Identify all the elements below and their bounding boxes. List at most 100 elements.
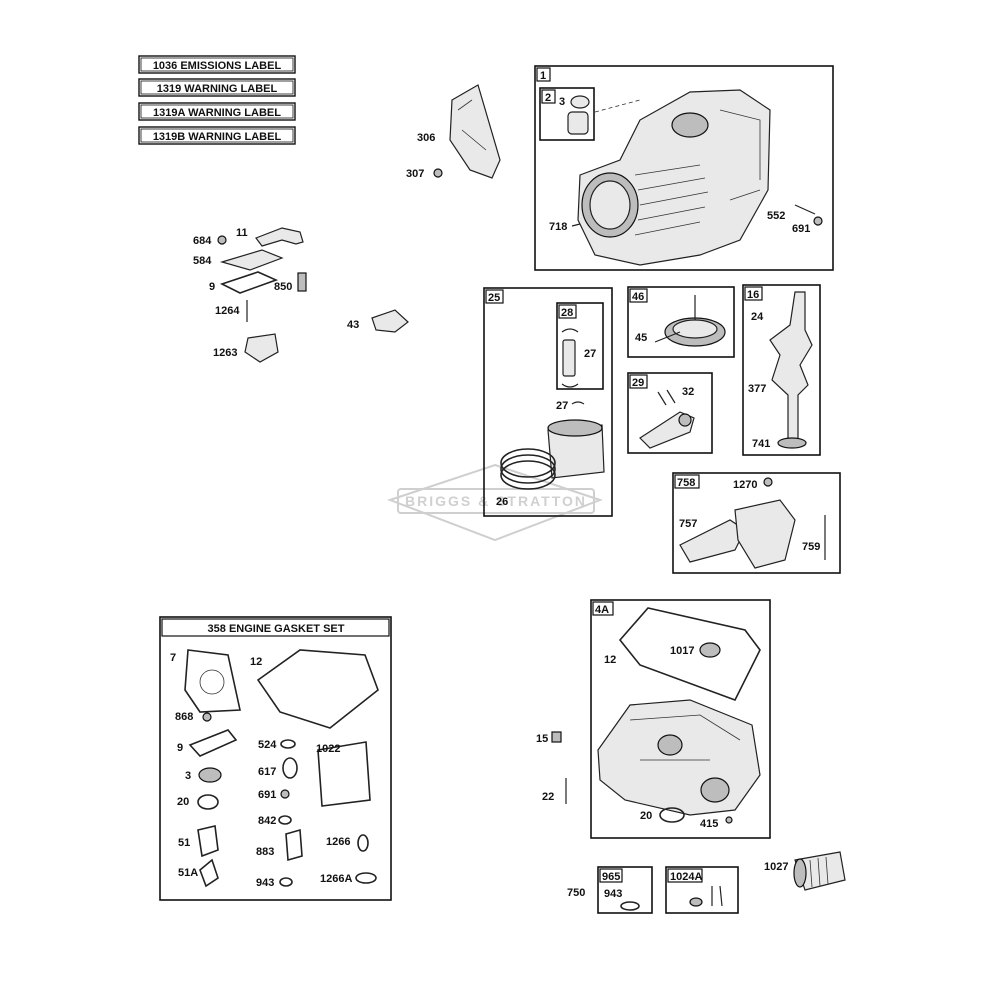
callout-1027[interactable]: 1027 <box>764 861 788 873</box>
callout-3[interactable]: 3 <box>559 96 565 108</box>
bracket-part[interactable] <box>371 309 409 333</box>
piston-pin-part[interactable] <box>562 339 576 377</box>
box-tag-crank[interactable]: 16 <box>747 289 759 301</box>
callout-1266[interactable]: 1266 <box>326 836 350 848</box>
callout-51[interactable]: 51 <box>178 837 190 849</box>
callout-759[interactable]: 759 <box>802 541 820 553</box>
callout-32[interactable]: 32 <box>682 386 694 398</box>
callout-27[interactable]: 27 <box>556 400 568 412</box>
callout-11[interactable]: 11 <box>236 227 248 239</box>
gasket-set-box: 358 ENGINE GASKET SET 7 12 868 9 524 102… <box>159 616 392 901</box>
piston-assembly-box: 25 28 27 27 26 <box>483 287 613 517</box>
callout-24[interactable]: 24 <box>751 311 764 323</box>
box-tag-965[interactable]: 965 <box>602 871 620 883</box>
breather-gasket-part[interactable] <box>219 271 279 294</box>
pin-part[interactable] <box>794 204 816 215</box>
breather-plate-part[interactable] <box>244 333 279 363</box>
callout-26[interactable]: 26 <box>496 496 508 508</box>
sealant-part[interactable] <box>297 272 307 292</box>
oil-seal-part[interactable] <box>699 642 721 658</box>
watermark-text: BRIGGS & STRATTON <box>405 493 587 509</box>
callout-684[interactable]: 684 <box>193 235 212 247</box>
callout-524[interactable]: 524 <box>258 739 277 751</box>
callout-15[interactable]: 15 <box>536 733 548 745</box>
callout-1266a[interactable]: 1266A <box>320 873 352 885</box>
callout-718[interactable]: 718 <box>549 221 567 233</box>
box-tag-rod[interactable]: 29 <box>632 377 644 389</box>
callout-22[interactable]: 22 <box>542 791 554 803</box>
box-tag-sump[interactable]: 4A <box>595 604 609 616</box>
callout-307[interactable]: 307 <box>406 168 424 180</box>
callout-943[interactable]: 943 <box>604 888 622 900</box>
callout-883[interactable]: 883 <box>256 846 274 858</box>
brand-watermark: BRIGGS & STRATTON <box>387 463 603 542</box>
callout-757[interactable]: 757 <box>679 518 697 530</box>
box-tag-cam[interactable]: 46 <box>632 291 644 303</box>
callout-691[interactable]: 691 <box>792 223 810 235</box>
exhaust-gasket-part[interactable] <box>197 825 219 858</box>
breather-tube-part[interactable] <box>255 227 304 247</box>
box-tag-sleeve[interactable]: 2 <box>545 92 551 104</box>
cover-gasket-part[interactable] <box>317 741 371 807</box>
callout-552[interactable]: 552 <box>767 210 785 222</box>
callout-377[interactable]: 377 <box>748 383 766 395</box>
breather-cover-part[interactable] <box>219 249 284 271</box>
callout-691[interactable]: 691 <box>258 789 276 801</box>
box-tag-governor[interactable]: 758 <box>677 477 695 489</box>
callout-1263[interactable]: 1263 <box>213 347 237 359</box>
callout-20[interactable]: 20 <box>640 810 652 822</box>
callout-868[interactable]: 868 <box>175 711 193 723</box>
callout-9[interactable]: 9 <box>209 281 215 293</box>
callout-1270[interactable]: 1270 <box>733 479 757 491</box>
box-tag-piston[interactable]: 25 <box>488 292 500 304</box>
air-guide-part[interactable] <box>449 84 501 179</box>
callout-617[interactable]: 617 <box>258 766 276 778</box>
callout-7[interactable]: 7 <box>170 652 176 664</box>
callout-306[interactable]: 306 <box>417 132 435 144</box>
label-item[interactable]: 1319B WARNING LABEL <box>153 131 282 143</box>
piston-ring-part[interactable] <box>500 448 556 478</box>
box-tag-cylinder[interactable]: 1 <box>540 70 546 82</box>
bearing-sleeve-part[interactable] <box>567 111 589 135</box>
screw-part[interactable] <box>433 168 443 178</box>
callout-741[interactable]: 741 <box>752 438 770 450</box>
intake-gasket-part[interactable] <box>188 729 238 757</box>
callout-12[interactable]: 12 <box>604 654 616 666</box>
box-tag-1024a[interactable]: 1024A <box>670 871 702 883</box>
callout-12[interactable]: 12 <box>250 656 262 668</box>
callout-842[interactable]: 842 <box>258 815 276 827</box>
sump-gasket-part[interactable] <box>618 607 761 701</box>
callout-1017[interactable]: 1017 <box>670 645 694 657</box>
callout-9[interactable]: 9 <box>177 742 183 754</box>
cam-shaft-part[interactable] <box>654 331 681 343</box>
bottom-parts: 750 965 943 1024A 1027 <box>567 851 846 914</box>
callout-1022[interactable]: 1022 <box>316 743 340 755</box>
callout-943[interactable]: 943 <box>256 877 274 889</box>
callout-43[interactable]: 43 <box>347 319 359 331</box>
sump-gasket-part[interactable] <box>256 649 379 729</box>
carb-gasket-part[interactable] <box>285 828 303 862</box>
gasket-set-title[interactable]: 358 ENGINE GASKET SET <box>208 623 345 635</box>
callout-27[interactable]: 27 <box>584 348 596 360</box>
sump-part[interactable] <box>597 699 761 816</box>
callout-850[interactable]: 850 <box>274 281 292 293</box>
governor-box: 758 1270 757 759 <box>672 472 841 574</box>
box-tag-pin[interactable]: 28 <box>561 307 573 319</box>
label-item[interactable]: 1319A WARNING LABEL <box>153 107 281 119</box>
callout-51a[interactable]: 51A <box>178 867 198 879</box>
callout-1264[interactable]: 1264 <box>215 305 240 317</box>
label-item[interactable]: 1036 EMISSIONS LABEL <box>153 60 282 72</box>
crankshaft-part[interactable] <box>769 291 813 441</box>
callout-45[interactable]: 45 <box>635 332 647 344</box>
sump-box: 4A 12 1017 15 22 20 415 <box>536 599 771 839</box>
governor-crank-part[interactable] <box>734 499 796 569</box>
label-item[interactable]: 1319 WARNING LABEL <box>157 83 278 95</box>
callout-3[interactable]: 3 <box>185 770 191 782</box>
callout-20[interactable]: 20 <box>177 796 189 808</box>
callout-584[interactable]: 584 <box>193 255 212 267</box>
seal-part[interactable] <box>813 216 823 226</box>
head-gasket-part[interactable] <box>184 649 241 713</box>
callout-415[interactable]: 415 <box>700 818 718 830</box>
callout-750[interactable]: 750 <box>567 887 585 899</box>
